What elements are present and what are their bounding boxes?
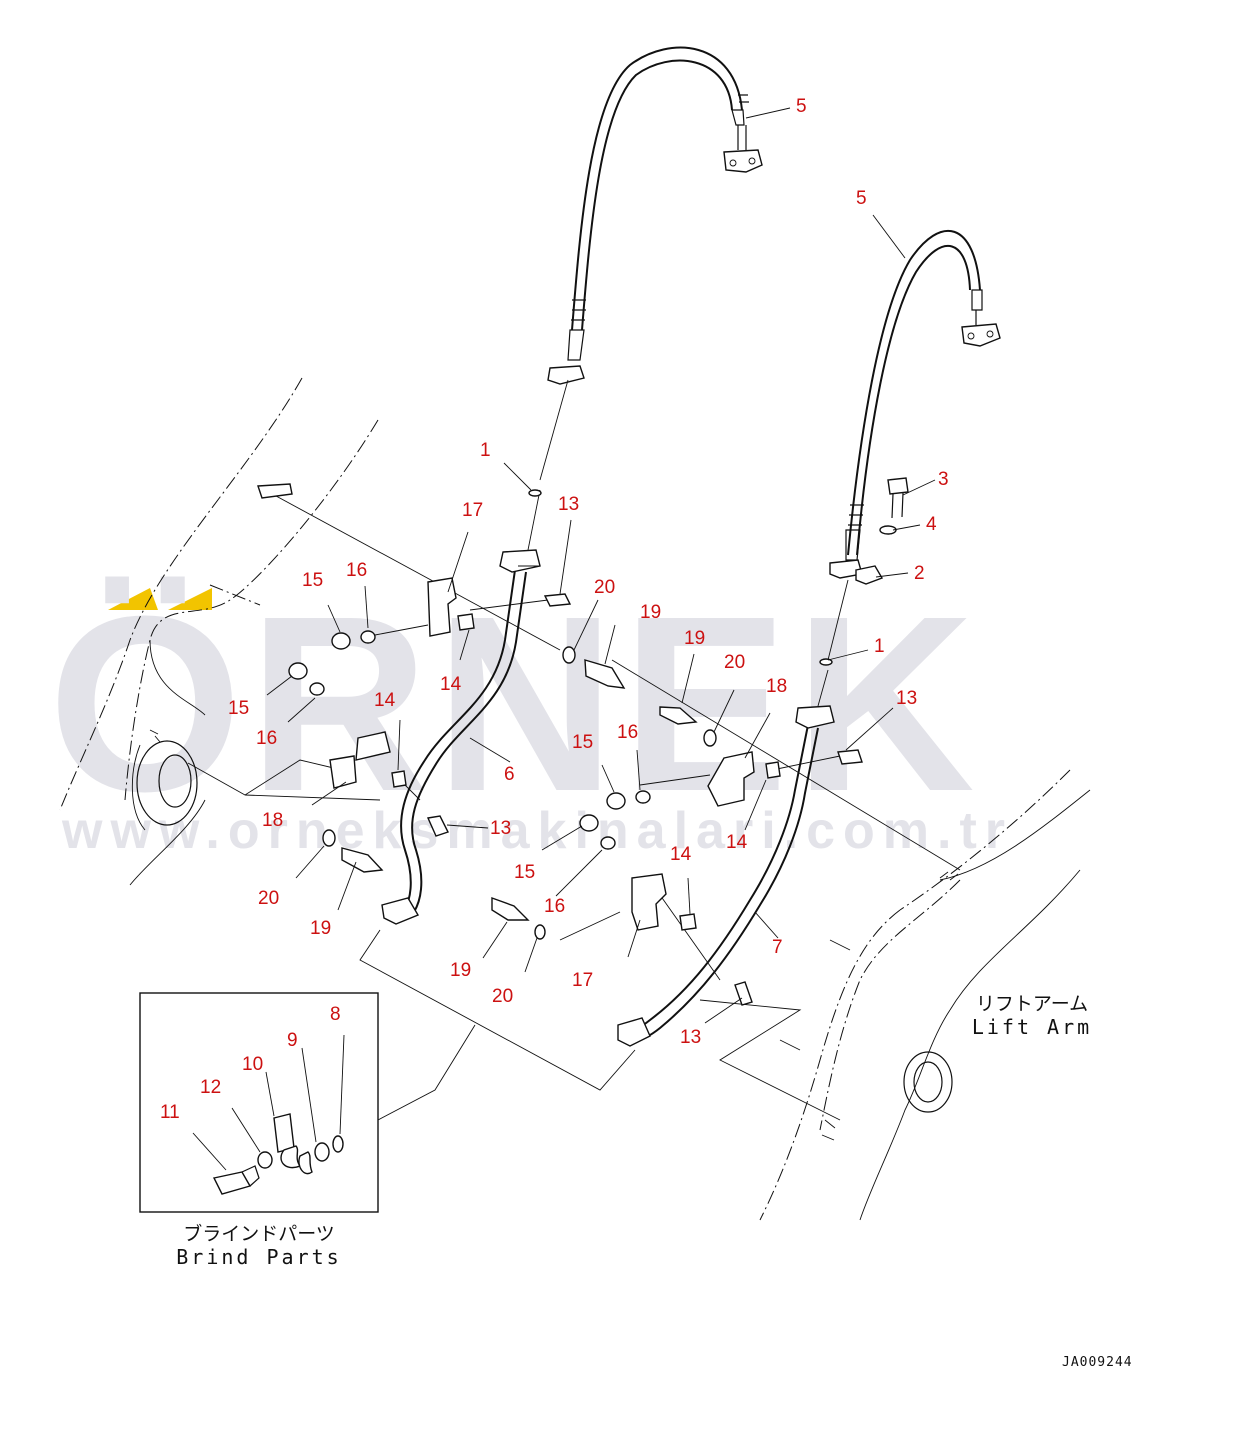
- callout-17-b: 17: [572, 970, 593, 991]
- watermark: ÖRNEK www.orneksmakinalari.com.tr: [48, 564, 1013, 860]
- callout-14-c: 14: [726, 832, 748, 853]
- callout-3: 3: [938, 469, 949, 490]
- machine-outline-right: [759, 769, 1091, 1221]
- callout-15-d: 15: [514, 862, 535, 883]
- callout-1-left: 1: [480, 440, 491, 461]
- callout-15-c: 15: [572, 732, 593, 753]
- callout-6: 6: [504, 764, 515, 785]
- callout-18-a: 18: [766, 676, 787, 697]
- callout-2: 2: [914, 563, 925, 584]
- callout-leaders: [266, 107, 936, 1024]
- callout-14-b: 14: [374, 690, 396, 711]
- callout-18-b: 18: [262, 810, 283, 831]
- callout-4: 4: [926, 514, 937, 535]
- callout-19-c: 19: [310, 918, 331, 939]
- callout-13-d: 13: [680, 1027, 701, 1048]
- text-labels: ブラインドパーツ Brind Parts リフトアーム Lift Arm JA0…: [176, 993, 1133, 1370]
- inset-frame: [139, 992, 379, 1213]
- callout-19-b: 19: [684, 628, 705, 649]
- callout-13-c: 13: [490, 818, 511, 839]
- lift-arm-label-en: Lift Arm: [972, 1015, 1092, 1039]
- callout-9: 9: [287, 1030, 298, 1051]
- callout-20-c: 20: [258, 888, 279, 909]
- callout-19-d: 19: [450, 960, 471, 981]
- callout-14-a: 14: [440, 674, 462, 695]
- callout-8: 8: [330, 1004, 341, 1025]
- callout-13-b: 13: [896, 688, 917, 709]
- callout-10: 10: [242, 1054, 263, 1075]
- pipe-7: [617, 705, 835, 1047]
- callout-16-a: 16: [346, 560, 367, 581]
- callout-15-a: 15: [302, 570, 323, 591]
- callout-19-a: 19: [640, 602, 661, 623]
- callout-5-right: 5: [856, 188, 867, 209]
- callout-11: 11: [160, 1102, 180, 1123]
- callout-12: 12: [200, 1077, 221, 1098]
- callout-17-a: 17: [462, 500, 483, 521]
- callout-16-d: 16: [544, 896, 565, 917]
- callout-15-b: 15: [228, 698, 249, 719]
- callout-16-b: 16: [256, 728, 277, 749]
- callout-7: 7: [772, 937, 783, 958]
- callout-20-d: 20: [492, 986, 513, 1007]
- watermark-url: www.orneksmakinalari.com.tr: [61, 802, 1013, 860]
- callout-20-a: 20: [594, 577, 615, 598]
- callout-5-left: 5: [796, 96, 807, 117]
- drawing-code: JA009244: [1062, 1355, 1133, 1370]
- blind-parts-inset: 11 12 10 9 8: [139, 992, 379, 1213]
- watermark-brand: ÖRNEK: [48, 564, 981, 843]
- callout-1-right: 1: [874, 636, 885, 657]
- hose-left: [547, 46, 763, 385]
- machine-outline-left: [59, 377, 379, 886]
- watermark-accent-left: [108, 588, 158, 610]
- hose-right: [829, 230, 1001, 579]
- callout-20-b: 20: [724, 652, 745, 673]
- callout-13-a: 13: [558, 494, 579, 515]
- blind-parts-label-en: Brind Parts: [176, 1245, 341, 1269]
- callouts: 5 5 1 1 3 4 2 13 13 13 13 17 17 18 18 14…: [228, 96, 949, 1048]
- pipe-6: [381, 549, 541, 925]
- watermark-accent-right: [168, 588, 212, 610]
- callout-14-d: 14: [670, 844, 692, 865]
- blind-parts-label-jp: ブラインドパーツ: [183, 1222, 335, 1245]
- callout-16-c: 16: [617, 722, 638, 743]
- small-parts: [257, 477, 909, 1006]
- lift-arm-label-jp: リフトアーム: [976, 993, 1088, 1015]
